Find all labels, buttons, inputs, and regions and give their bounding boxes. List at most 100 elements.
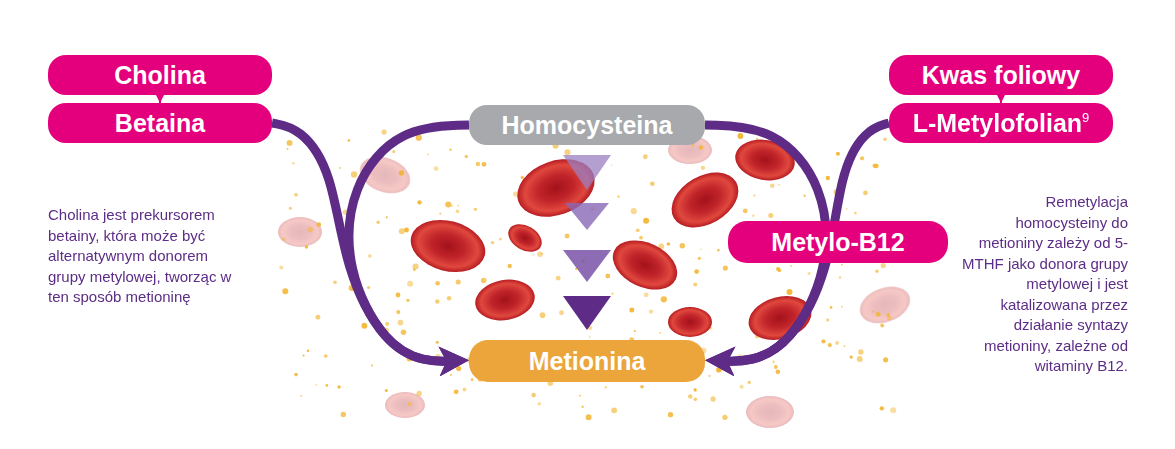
gold-dot bbox=[481, 278, 487, 284]
gold-dot bbox=[694, 389, 697, 392]
gold-dot bbox=[778, 184, 780, 186]
gold-dot bbox=[381, 129, 386, 134]
gold-dot bbox=[457, 205, 459, 207]
gold-dot bbox=[476, 162, 480, 166]
gold-dot bbox=[693, 282, 697, 286]
gold-dot bbox=[579, 395, 581, 397]
gold-dot bbox=[565, 233, 570, 238]
gold-dot bbox=[688, 394, 693, 399]
gold-dot bbox=[407, 281, 413, 287]
gold-dot bbox=[863, 191, 868, 196]
gold-dot bbox=[385, 322, 389, 326]
gold-dot bbox=[617, 196, 619, 198]
gold-dot bbox=[644, 292, 649, 297]
gold-dot bbox=[491, 241, 494, 244]
gold-dot bbox=[537, 402, 541, 406]
gold-dot bbox=[471, 378, 474, 381]
gold-dot bbox=[324, 354, 328, 358]
gold-dot bbox=[650, 181, 655, 186]
gold-dot bbox=[559, 310, 564, 315]
gold-dot bbox=[427, 153, 429, 155]
blood-cell bbox=[405, 212, 491, 280]
gold-dot bbox=[700, 248, 702, 250]
pill-box: Homocysteina bbox=[469, 105, 705, 145]
gold-dots bbox=[279, 129, 896, 420]
gold-dot bbox=[307, 227, 313, 233]
gold-dot bbox=[680, 243, 685, 248]
gold-dot bbox=[841, 264, 843, 266]
pill-box: Cholina bbox=[48, 55, 272, 95]
gold-dot bbox=[701, 166, 705, 170]
gold-dot bbox=[399, 228, 405, 234]
gold-dot bbox=[540, 312, 546, 318]
gold-dot bbox=[452, 357, 458, 363]
gold-dot bbox=[482, 162, 487, 167]
gold-dot bbox=[456, 366, 461, 371]
gold-dot bbox=[846, 208, 848, 210]
gold-dot bbox=[875, 269, 878, 272]
gold-dot bbox=[445, 202, 451, 208]
gold-dot bbox=[860, 156, 864, 160]
pill-box: Kwas foliowy bbox=[889, 55, 1113, 95]
down-chevron bbox=[563, 155, 611, 190]
gold-dot bbox=[839, 276, 842, 279]
pointer-tail bbox=[159, 95, 161, 103]
gold-dot bbox=[376, 220, 379, 223]
gold-dot bbox=[883, 138, 887, 142]
gold-dot bbox=[315, 384, 317, 386]
gold-dot bbox=[643, 218, 649, 224]
gold-dot bbox=[508, 264, 512, 268]
gold-dot bbox=[292, 162, 294, 164]
gold-dot bbox=[880, 406, 884, 410]
gold-dot bbox=[768, 213, 773, 218]
gold-dot bbox=[722, 415, 727, 420]
pill-box: Metylo-B12 bbox=[728, 221, 948, 263]
node-label: Betaina bbox=[115, 109, 205, 137]
gold-dot bbox=[307, 349, 310, 352]
gold-dot bbox=[408, 402, 412, 406]
down-chevron bbox=[563, 250, 611, 282]
gold-dot bbox=[611, 293, 613, 295]
pill-text-group: Homocysteina bbox=[502, 113, 673, 138]
gold-dot bbox=[717, 249, 719, 251]
gold-dot bbox=[807, 272, 810, 275]
gold-dot bbox=[371, 364, 373, 366]
blood-cell bbox=[278, 217, 322, 247]
down-chevrons bbox=[563, 155, 611, 330]
gold-dot bbox=[396, 293, 401, 298]
gold-dot bbox=[399, 170, 404, 175]
gold-dot bbox=[386, 216, 388, 218]
gold-dot bbox=[826, 176, 830, 180]
gold-dot bbox=[692, 144, 695, 147]
gold-dot bbox=[737, 133, 743, 139]
down-chevron bbox=[563, 296, 611, 330]
gold-dot bbox=[826, 318, 829, 321]
gold-dot bbox=[778, 269, 782, 273]
gold-dot bbox=[434, 166, 439, 171]
gold-dot bbox=[436, 341, 439, 344]
gold-dot bbox=[531, 393, 536, 398]
gold-dot bbox=[556, 276, 561, 281]
gold-dot bbox=[693, 388, 696, 391]
gold-dot bbox=[854, 211, 857, 214]
gold-dot bbox=[756, 138, 758, 140]
gold-dot bbox=[605, 274, 610, 279]
blood-cell bbox=[503, 219, 546, 258]
gold-dot bbox=[649, 309, 653, 313]
node-label: Metionina bbox=[529, 347, 646, 375]
gold-dot bbox=[462, 388, 466, 392]
gold-dot bbox=[828, 343, 832, 347]
gold-dot bbox=[289, 207, 292, 210]
gold-dot bbox=[287, 140, 293, 146]
gold-dot bbox=[850, 355, 853, 358]
gold-dot bbox=[404, 228, 409, 233]
gold-dot bbox=[581, 405, 584, 408]
gold-dot bbox=[300, 395, 302, 397]
gold-dot bbox=[413, 268, 416, 271]
gold-dot bbox=[710, 396, 715, 401]
flow-arrow bbox=[349, 125, 469, 361]
gold-dot bbox=[537, 252, 543, 258]
gold-dot bbox=[776, 369, 781, 374]
